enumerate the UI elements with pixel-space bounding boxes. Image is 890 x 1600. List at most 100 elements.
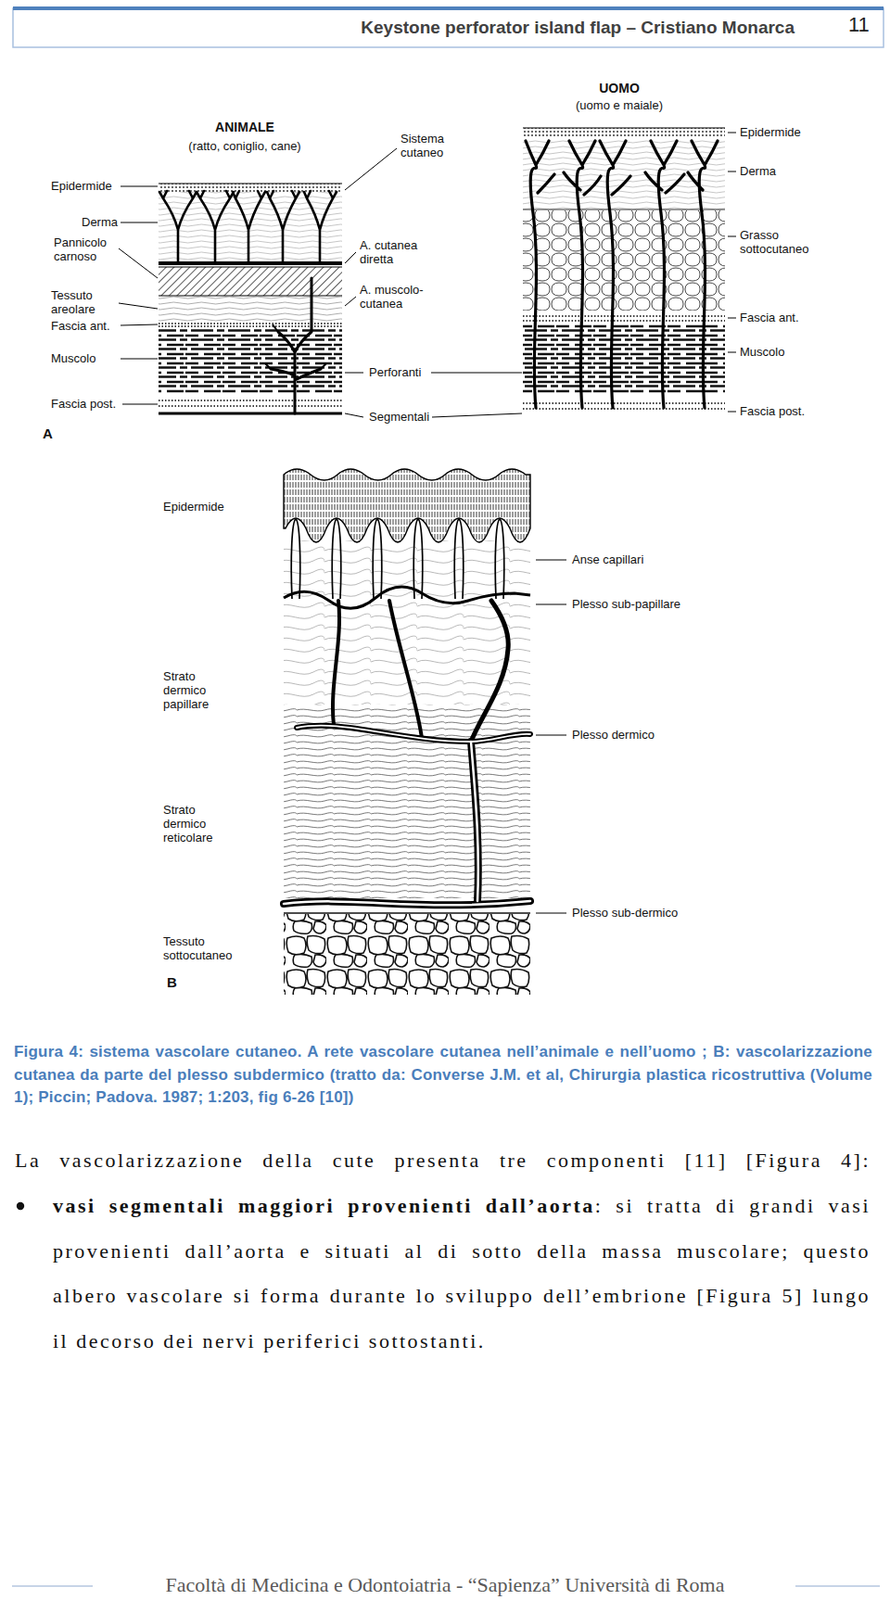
human-skin-section [522, 319, 725, 321]
skin-cross-section [296, 725, 531, 742]
footer-rule [12, 1585, 93, 1587]
animal-skin-section [158, 329, 343, 395]
layer-label: Tessuto areolare [50, 288, 118, 317]
bullet [16, 1202, 25, 1210]
skin-cross-section [331, 519, 342, 599]
leader-line [120, 222, 158, 224]
animal-skin-section [267, 190, 300, 264]
vessel-label: Sistema cutaneo [400, 131, 458, 160]
animal-skin-section [158, 191, 343, 264]
figure-caption: Figura 4: sistema vascolare cutaneo. A r… [13, 1041, 873, 1110]
panel-letter: B [166, 975, 178, 990]
layer-label: Fascia ant. [50, 318, 111, 333]
leader-line [120, 358, 158, 360]
running-header: Keystone perforator island flap – Cristi… [0, 15, 795, 40]
vessel-label: A. muscolo-cutanea [359, 282, 438, 311]
leader-line [118, 303, 158, 309]
animal-skin-section [158, 405, 343, 407]
leader-line [727, 171, 737, 173]
leader-line [535, 604, 567, 606]
animal-skin-section [304, 190, 337, 264]
leader-line [535, 735, 567, 737]
leader-line [118, 248, 158, 279]
human-skin-section [563, 140, 601, 408]
human-skin-section [522, 324, 725, 395]
leader-line [120, 186, 158, 188]
header-frame [12, 8, 884, 48]
skin-cross-section [296, 725, 531, 742]
leader-line [727, 132, 737, 134]
body-text: : si tratta di grandi vasi provenienti d… [52, 1194, 871, 1353]
layer-label: Strato dermico reticolare [163, 802, 221, 845]
vessel-label: Plesso sub-dermico [572, 905, 678, 920]
panel-letter: A [42, 426, 53, 441]
skin-cross-section [283, 912, 531, 915]
human-skin-section [522, 127, 725, 128]
animal-skin-section [232, 190, 266, 264]
human-skin-section [522, 127, 725, 139]
layer-label: Grasso sottocutaneo [739, 228, 816, 256]
animal-skin-section [158, 183, 343, 192]
layer-label: Derma [81, 215, 118, 229]
header-frame [12, 8, 884, 48]
animal-skin-section [158, 267, 343, 296]
vessel-label: Perforanti [368, 365, 421, 380]
footer-text: Facoltà di Medicina e Odontoiatria - “Sa… [165, 1573, 725, 1597]
leader-line [727, 236, 737, 238]
leader-line [431, 372, 522, 374]
skin-cross-section [283, 901, 531, 905]
leader-line [535, 559, 567, 561]
vessel-label: Anse capillari [572, 552, 644, 567]
skin-cross-section [470, 741, 479, 902]
animal-skin-section [158, 296, 343, 322]
leader-line [120, 324, 158, 326]
human-skin-section [522, 210, 725, 311]
skin-cross-section [372, 519, 382, 599]
header-frame [12, 6, 884, 11]
panel-subheading: (uomo e maiale) [575, 98, 663, 113]
skin-cross-section [283, 704, 531, 899]
animal-skin-section [158, 399, 343, 401]
animal-skin-section [196, 190, 234, 264]
panel-heading: ANIMALE [215, 120, 275, 135]
leader-line [535, 559, 567, 914]
vessel-label: Segmentali [368, 409, 430, 424]
leader-line [344, 372, 364, 374]
layer-label: Fascia post. [50, 396, 116, 411]
leader-line [727, 317, 737, 319]
animal-skin-section [158, 295, 343, 297]
animal-skin-section [265, 324, 327, 369]
skin-cross-section [454, 519, 464, 599]
human-skin-section [522, 209, 725, 211]
skin-cross-section [283, 901, 531, 905]
vessel-label: A. cutanea diretta [359, 238, 429, 267]
skin-cross-section [389, 600, 422, 738]
leader-line [535, 913, 567, 915]
human-skin-section [525, 140, 718, 408]
layer-label: Epidermide [739, 125, 801, 140]
human-skin-section [687, 140, 718, 408]
panel-subheading: (ratto, coniglio, cane) [188, 139, 301, 153]
layer-label: Strato dermico papillare [163, 669, 221, 712]
vessel-label: Plesso dermico [572, 727, 655, 742]
animal-skin-section [158, 183, 343, 414]
header-title: Keystone perforator island flap – Cristi… [360, 17, 795, 38]
skin-cross-section [283, 600, 531, 905]
skin-cross-section [291, 519, 301, 599]
vessel-label: Plesso sub-papillare [572, 597, 681, 611]
skin-cross-section [283, 469, 531, 543]
layer-label: Epidermide [163, 499, 225, 514]
layer-label: Muscolo [739, 344, 785, 359]
caption-text: Figura 4: sistema vascolare cutaneo. A r… [13, 1042, 873, 1107]
human-skin-section [522, 407, 725, 409]
running-footer: Facoltà di Medicina e Odontoiatria - “Sa… [0, 1572, 890, 1599]
human-skin-section [525, 140, 555, 408]
body-text: La vascolarizzazione della cute presenta… [14, 1148, 871, 1172]
human-skin-section [522, 315, 725, 317]
layer-label: Epidermide [50, 178, 113, 193]
human-skin-section [522, 402, 725, 404]
panel-heading: UOMO [598, 81, 640, 96]
layer-label: Fascia post. [739, 404, 805, 419]
body-paragraph: La vascolarizzazione della cute presenta… [14, 1138, 871, 1184]
leader-line [727, 411, 737, 413]
